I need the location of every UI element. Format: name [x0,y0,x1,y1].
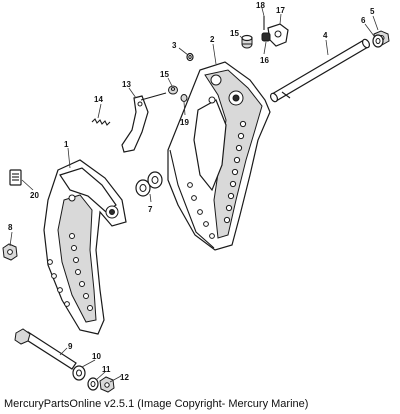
part-13-tilt-lock-arm [121,92,167,153]
callout-15-upper: 15 [230,29,239,38]
callout-12: 12 [120,373,129,382]
callout-20: 20 [30,191,39,200]
callout-4: 4 [323,31,328,40]
callout-15-lower: 15 [160,70,169,79]
callout-7: 7 [148,205,153,214]
part-2-transom-bracket [167,61,271,251]
callout-18: 18 [256,1,265,10]
part-17-lever [267,23,289,47]
part-7-washers [135,171,163,197]
callout-19: 19 [180,118,189,127]
callout-13: 13 [122,80,131,89]
callout-2: 2 [210,35,215,44]
part-12-nut [99,376,115,393]
image-caption: MercuryPartsOnline v2.5.1 (Image Copyrig… [4,398,309,410]
callout-3: 3 [172,41,177,50]
part-14-spring [91,118,111,126]
part-9-bolt [14,328,77,370]
leader-lines [9,7,379,383]
callout-14: 14 [94,95,103,104]
callout-6: 6 [361,16,366,25]
part-10-washer [72,365,86,381]
part-8-nut [2,243,18,261]
callout-8: 8 [8,223,13,232]
callout-labels: 1 2 3 4 5 6 7 8 9 10 11 12 13 14 15 15 1… [8,1,375,382]
part-16-spring [261,32,271,42]
callout-16: 16 [260,56,269,65]
part-15-bushing-upper [241,34,253,49]
part-15-bushing-lower [168,85,178,95]
callout-11: 11 [102,365,111,374]
callout-10: 10 [92,352,101,361]
part-11-washer [87,377,99,391]
part-1-transom-bracket [43,159,127,335]
callout-1: 1 [64,140,69,149]
part-19-pin [180,94,188,102]
part-4-tilt-tube [269,38,371,103]
callout-9: 9 [68,342,73,351]
part-6-washer [372,34,384,48]
callout-17: 17 [276,6,285,15]
part-20-decal [9,169,22,186]
part-3-bushing [186,52,194,62]
callout-5: 5 [370,7,375,16]
